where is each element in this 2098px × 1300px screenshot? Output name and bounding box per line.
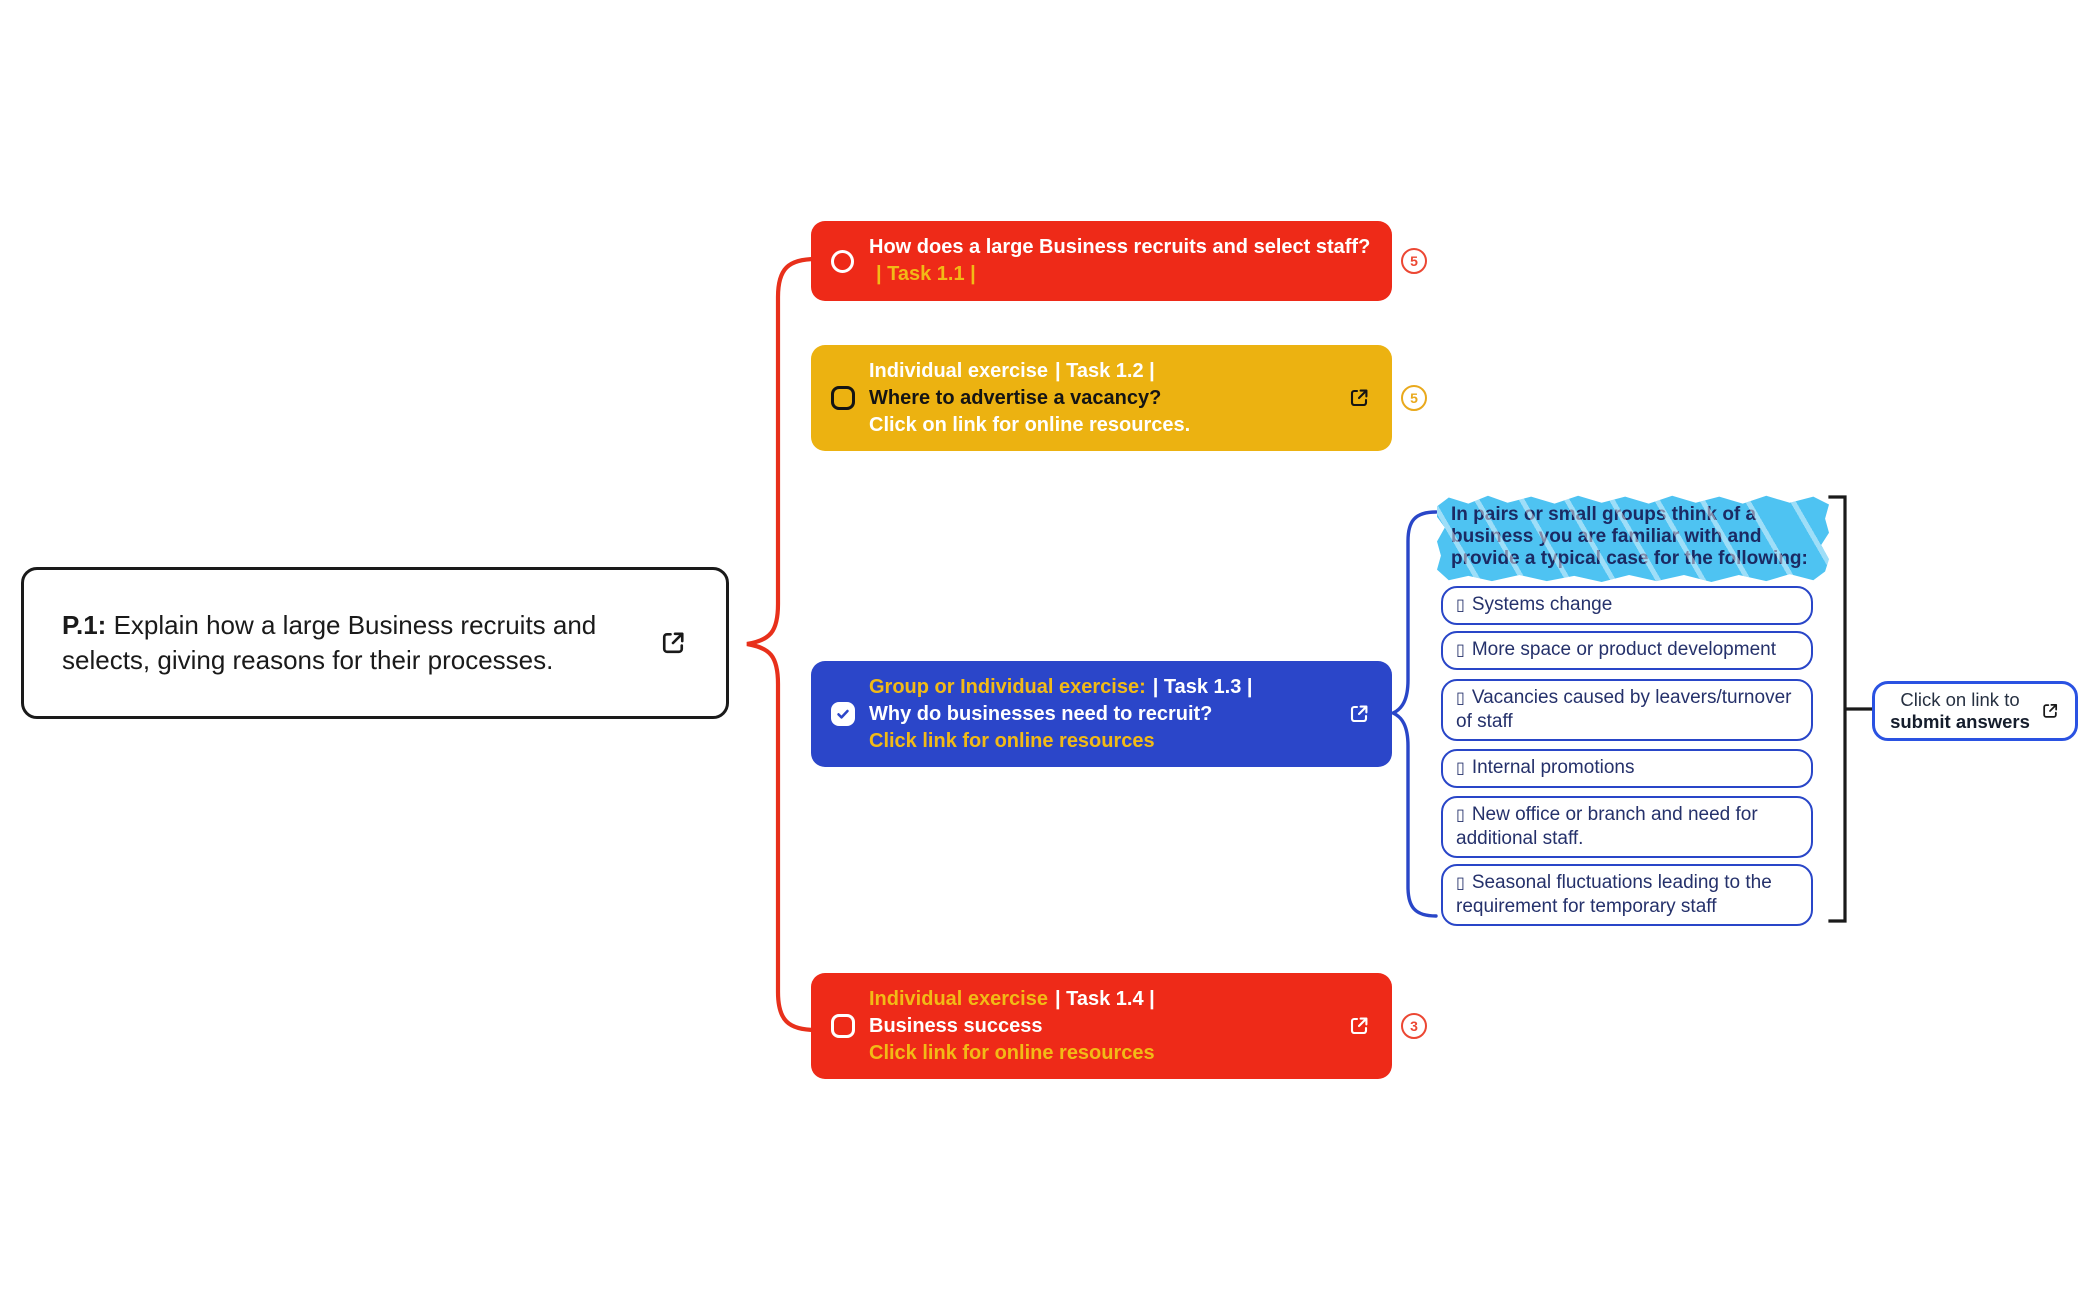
exercise-label: Individual exercise [869,359,1048,382]
link-hint: Click link for online resources [869,1041,1155,1064]
root-topic-text: P.1: Explain how a large Business recrui… [62,608,632,678]
external-link-icon[interactable] [1347,702,1371,726]
missing-glyph-box: ▯ [1456,690,1465,707]
case-item-label: Vacancies caused by leavers/turnover of … [1456,687,1792,732]
task-1-4-node[interactable]: Individual exercise | Task 1.4 | Business… [811,973,1392,1079]
case-item[interactable]: ▯Vacancies caused by leavers/turnover of… [1441,679,1813,741]
count-badge: 3 [1401,1013,1427,1039]
task-tag: | Task 1.2 | [1054,359,1155,382]
case-item-label: Internal promotions [1471,757,1635,778]
case-item-label: New office or branch and need for additi… [1456,804,1758,849]
missing-glyph-box: ▯ [1456,642,1465,659]
checkbox-unchecked[interactable] [831,1014,855,1038]
external-link-icon[interactable] [1347,386,1371,410]
missing-glyph-box: ▯ [1456,760,1465,777]
task-tag: | Task 1.3 | [1152,675,1253,698]
case-item-label: Systems change [1471,594,1613,615]
node-question: Why do businesses need to recruit? [869,702,1213,725]
circle-status-icon[interactable] [831,249,854,273]
case-item[interactable]: ▯Seasonal fluctuations leading to the re… [1441,864,1813,926]
case-item[interactable]: ▯New office or branch and need for addit… [1441,796,1813,858]
root-topic-prefix: P.1: [62,610,107,640]
case-item-label: Seasonal fluctuations leading to the req… [1456,872,1772,917]
checkbox-unchecked[interactable] [831,386,855,410]
brace-task13-to-cases [1388,510,1438,918]
missing-glyph-box: ▯ [1456,597,1465,614]
brace-root-to-tasks [746,256,819,1033]
exercise-label: Group or Individual exercise: [869,675,1146,698]
external-link-icon[interactable] [658,628,688,658]
submit-line1: Click on link to [1900,689,2020,710]
group-note-title[interactable]: In pairs or small groups think of a busi… [1437,495,1829,582]
node-question: Where to advertise a vacancy? [869,386,1162,409]
node-question: How does a large Business recruits and s… [869,236,1371,258]
count-badge: 5 [1401,385,1427,411]
root-topic-p1[interactable]: P.1: Explain how a large Business recrui… [21,567,729,719]
exercise-label: Individual exercise [869,987,1048,1010]
submit-answers-node[interactable]: Click on link to submit answers [1872,681,2078,741]
external-link-icon[interactable] [2040,701,2060,721]
submit-answers-text: Click on link to submit answers [1890,689,2030,733]
bracket-cases-to-submit [1828,495,1873,923]
case-item[interactable]: ▯ Systems change [1441,586,1813,625]
check-icon [837,709,849,719]
task-1-3-node[interactable]: Group or Individual exercise: | Task 1.3 … [811,661,1392,767]
case-item[interactable]: ▯ More space or product development [1441,631,1813,670]
missing-glyph-box: ▯ [1456,875,1465,892]
external-link-icon[interactable] [1347,1014,1371,1038]
missing-glyph-box: ▯ [1456,807,1465,824]
checkbox-checked[interactable] [831,702,855,726]
task-1-1-node[interactable]: How does a large Business recruits and s… [811,221,1392,301]
link-hint: Click link for online resources [869,729,1155,752]
task-1-2-node[interactable]: Individual exercise | Task 1.2 | Where to… [811,345,1392,451]
node-question: Business success [869,1014,1043,1037]
task-tag: | Task 1.1 | [876,263,976,285]
count-badge: 5 [1401,248,1427,274]
case-item[interactable]: ▯ Internal promotions [1441,749,1813,788]
task-tag: | Task 1.4 | [1054,987,1155,1010]
case-item-label: More space or product development [1471,639,1776,660]
submit-line2: submit answers [1890,711,2030,732]
root-topic-body: Explain how a large Business recruits an… [62,610,597,675]
link-hint: Click on link for online resources. [869,413,1191,436]
